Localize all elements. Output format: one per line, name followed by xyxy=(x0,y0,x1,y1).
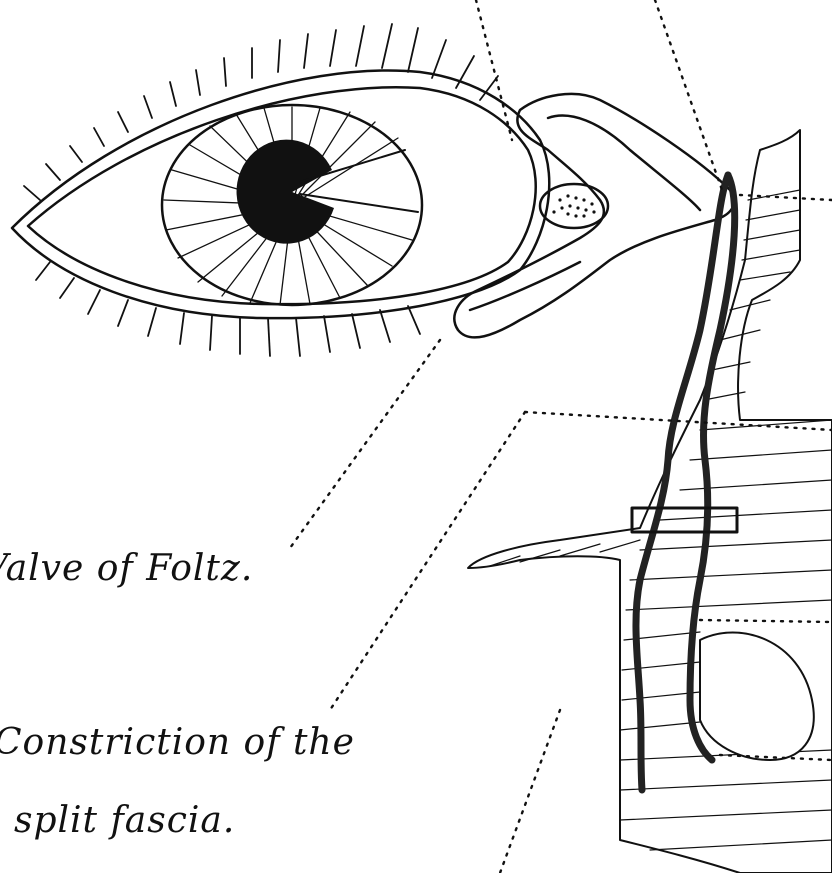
eye xyxy=(12,70,549,318)
pupil xyxy=(237,140,334,244)
lacrimal-canaliculi xyxy=(454,94,734,338)
label-valve-of-foltz: Valve of Foltz. xyxy=(0,548,253,589)
lower-lashes xyxy=(36,262,420,356)
lacrimal-papilla xyxy=(540,184,608,228)
label-constriction-line-1: Constriction of the xyxy=(0,722,355,763)
label-constriction-line-2: split fascia. xyxy=(14,800,235,841)
